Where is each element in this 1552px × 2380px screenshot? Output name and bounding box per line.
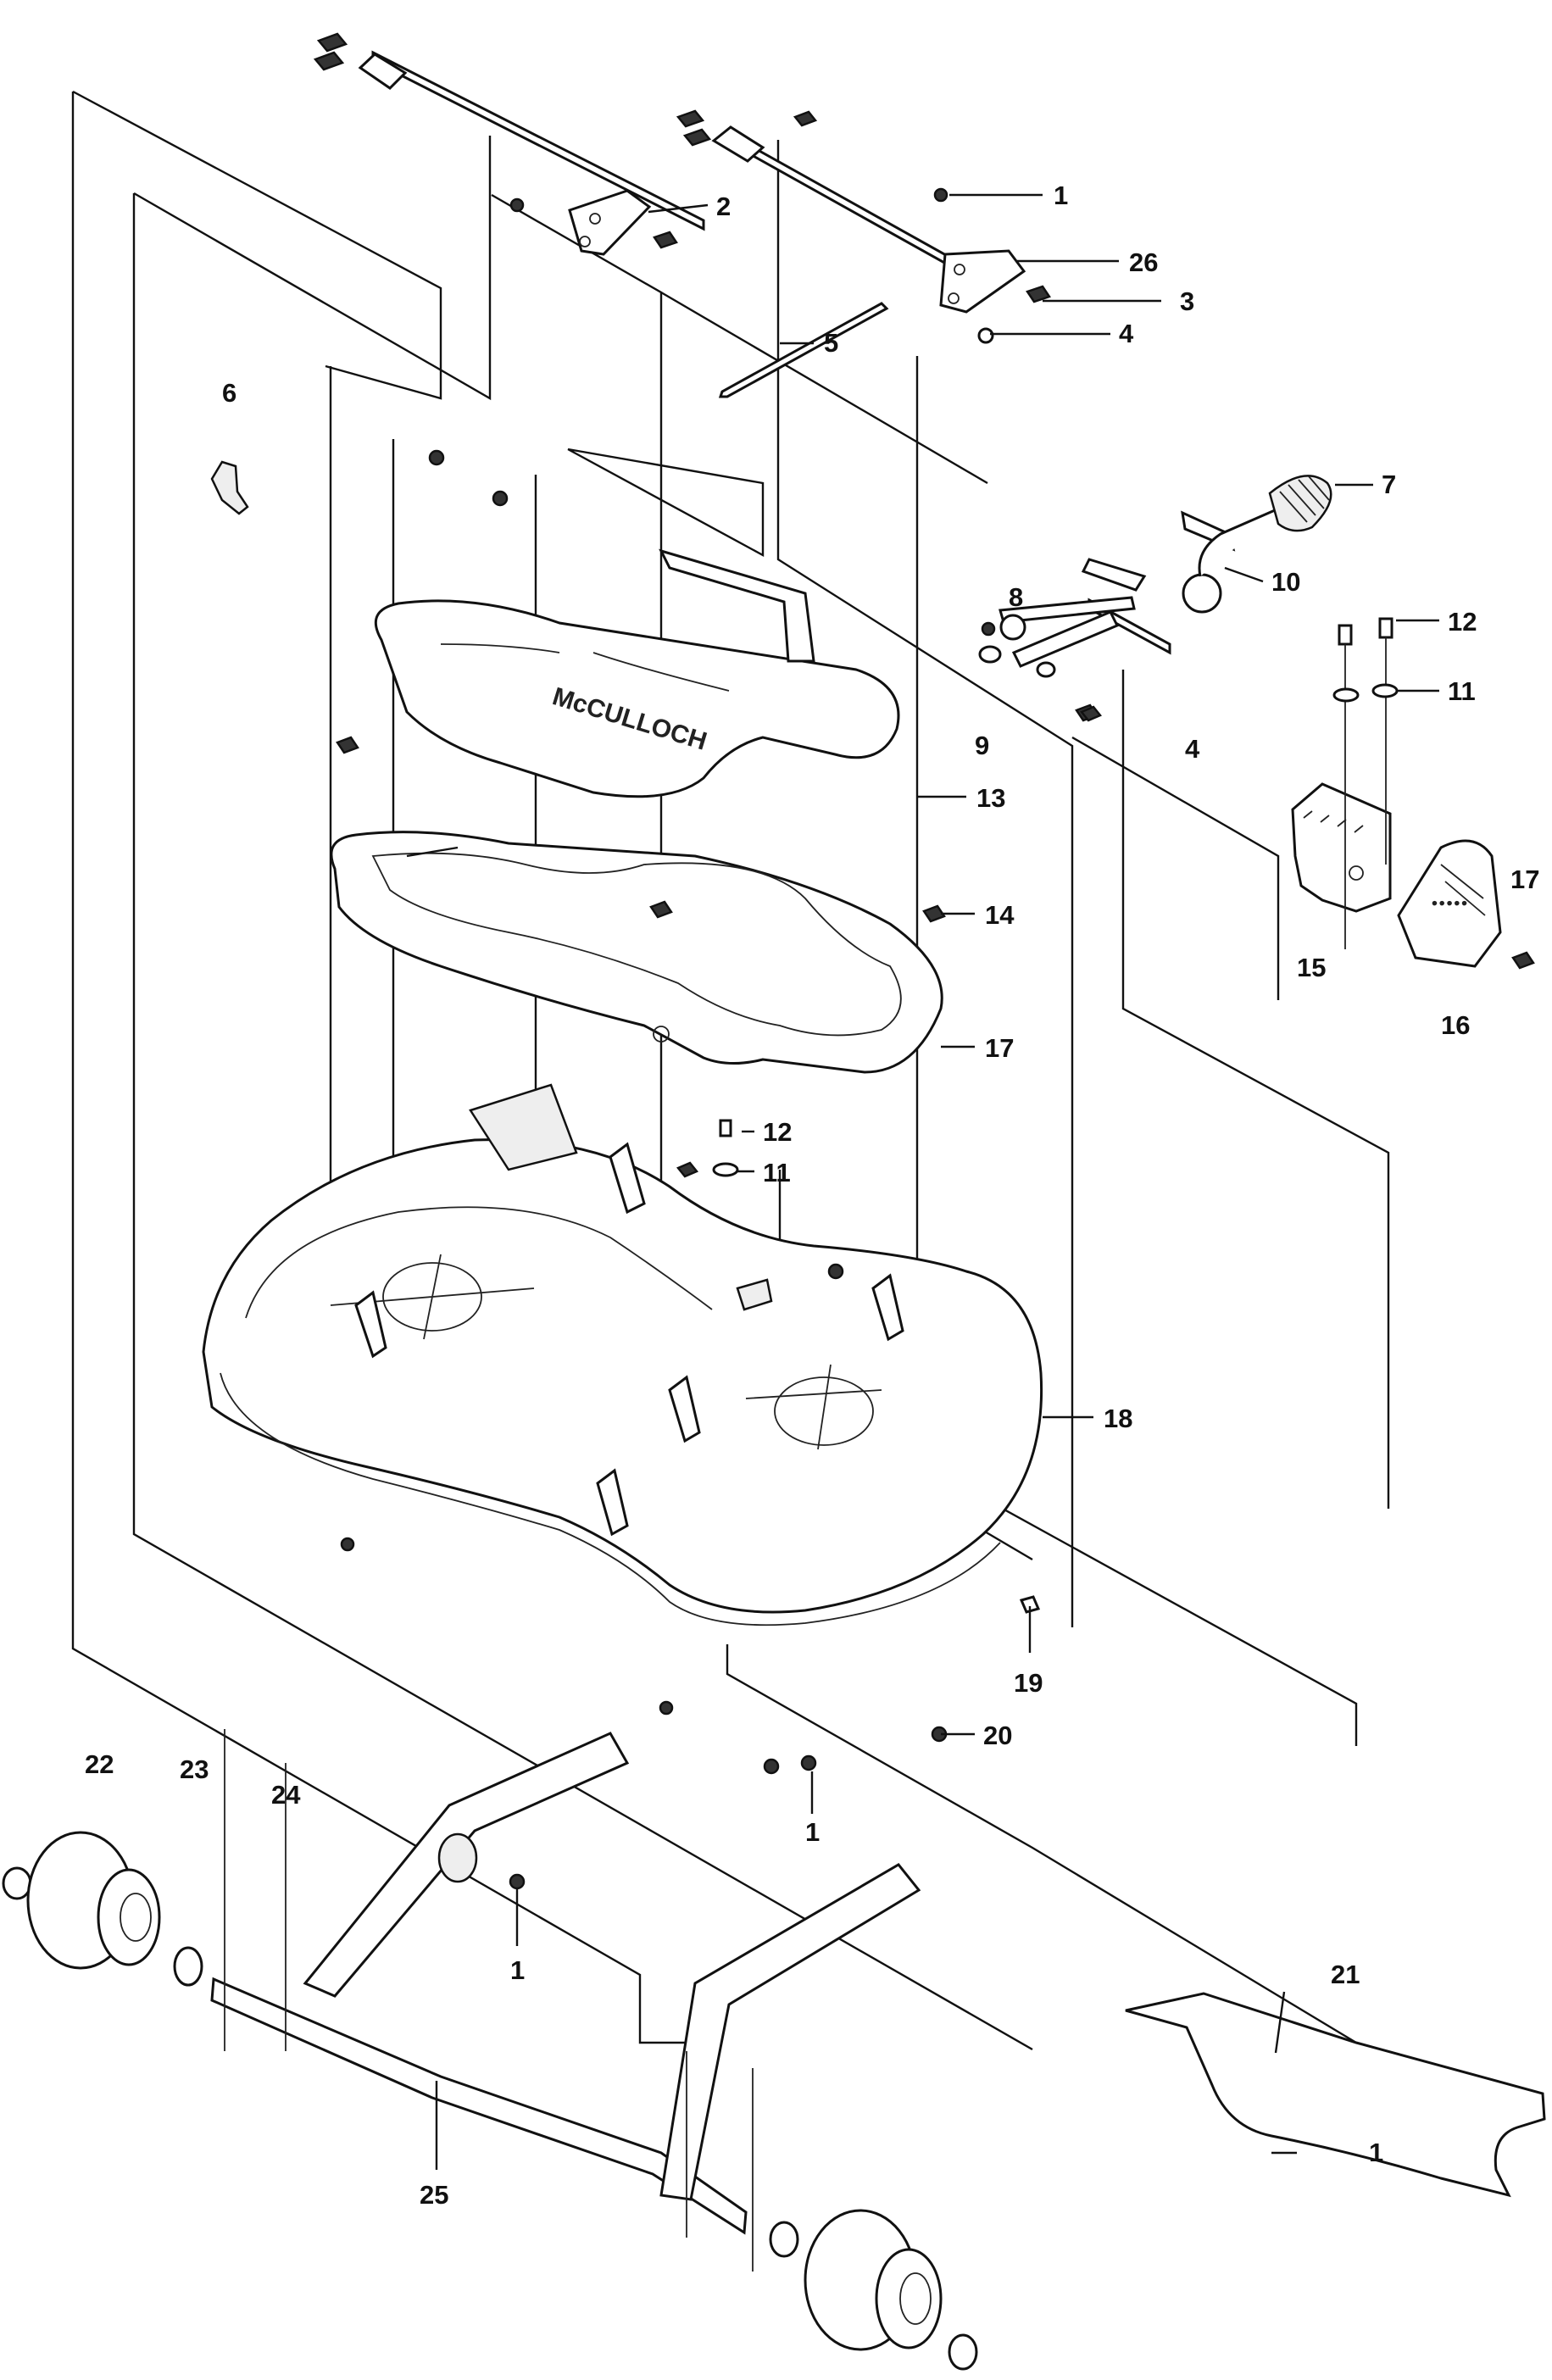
callout-21: 21 bbox=[1331, 1960, 1360, 1989]
callout-13: 13 bbox=[976, 783, 1005, 813]
callout-20: 20 bbox=[983, 1721, 1012, 1750]
front-lift-rod-assembly bbox=[676, 109, 1051, 344]
clip bbox=[210, 460, 249, 515]
top-cover: McCULLOCH bbox=[374, 548, 900, 798]
callout-1: 1 bbox=[510, 1955, 525, 1985]
callout-22: 22 bbox=[85, 1749, 114, 1779]
callout-11: 11 bbox=[1448, 676, 1476, 706]
callout-5: 5 bbox=[824, 328, 838, 358]
callout-26: 26 bbox=[1129, 247, 1158, 277]
callout-18: 18 bbox=[1104, 1404, 1132, 1433]
callout-labels: 1 2 26 3 4 5 6 7 10 8 12 11 9 4 13 14 17… bbox=[85, 181, 1539, 2210]
callout-12: 12 bbox=[1448, 607, 1477, 637]
callout-19: 19 bbox=[1014, 1668, 1043, 1698]
lever-bracket: • • • • • bbox=[1291, 782, 1535, 970]
callout-11: 11 bbox=[763, 1158, 791, 1187]
callout-23: 23 bbox=[180, 1754, 209, 1784]
callout-14: 14 bbox=[985, 900, 1015, 930]
front-guard bbox=[1125, 1992, 1546, 2198]
mower-deck bbox=[202, 1083, 1043, 1627]
assembly-leader-lines bbox=[71, 90, 1390, 2051]
front-wheel-right bbox=[769, 2209, 978, 2371]
callout-leaders bbox=[406, 193, 1439, 2170]
callout-24: 24 bbox=[271, 1780, 301, 1810]
callout-7: 7 bbox=[1382, 470, 1396, 499]
front-wheel-left bbox=[2, 1831, 203, 1987]
rear-lift-rod-assembly bbox=[313, 32, 705, 256]
callout-12: 12 bbox=[763, 1117, 792, 1147]
belt-shield bbox=[330, 831, 943, 1074]
callout-2: 2 bbox=[716, 192, 731, 221]
callout-1: 1 bbox=[1054, 181, 1068, 210]
callout-4: 4 bbox=[1185, 734, 1200, 764]
height-adjust-lever bbox=[981, 475, 1332, 722]
callout-17: 17 bbox=[985, 1033, 1014, 1063]
link-rod bbox=[718, 302, 889, 398]
deck-hardware bbox=[336, 449, 1041, 1775]
callout-9: 9 bbox=[975, 731, 989, 760]
callout-4: 4 bbox=[1119, 319, 1134, 348]
callout-3: 3 bbox=[1180, 286, 1194, 316]
callout-16: 16 bbox=[1441, 1010, 1470, 1040]
washer-set-8-9 bbox=[978, 610, 1120, 722]
callout-25: 25 bbox=[420, 2180, 448, 2210]
callout-6: 6 bbox=[222, 378, 236, 408]
callout-15: 15 bbox=[1297, 953, 1326, 982]
svg-text:• • • • •: • • • • • bbox=[1432, 896, 1466, 909]
callout-17: 17 bbox=[1510, 865, 1539, 894]
callout-8: 8 bbox=[1009, 582, 1023, 612]
front-axle-frame bbox=[210, 1729, 921, 2272]
bolt-washer-set-upper bbox=[1332, 617, 1399, 949]
callout-1: 1 bbox=[1369, 2138, 1383, 2167]
callout-1: 1 bbox=[805, 1817, 820, 1847]
callout-10: 10 bbox=[1271, 567, 1300, 597]
